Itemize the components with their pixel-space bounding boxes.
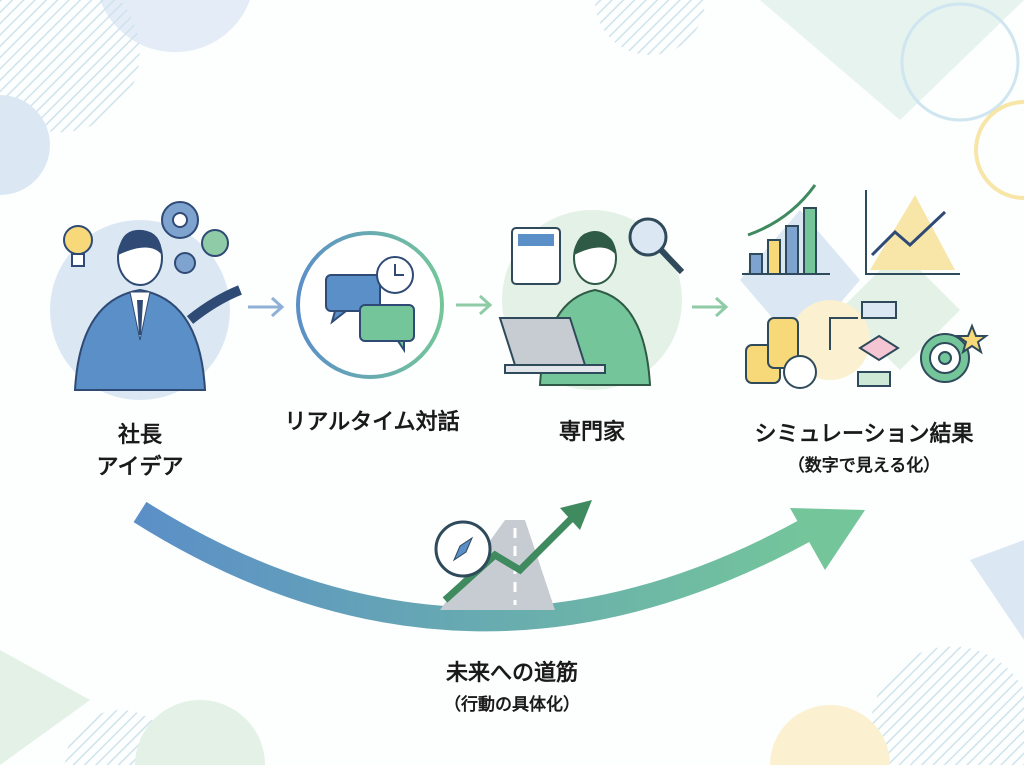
chat-bubble-icon — [359, 304, 415, 354]
future-path-subtitle: （行動の具体化） — [444, 695, 580, 715]
step-president-label: 社長 — [117, 423, 163, 448]
step-realtime-dialog-label: リアルタイム対話 — [284, 410, 460, 435]
laptop-icon — [498, 317, 606, 374]
future-path-arrow — [133, 501, 865, 632]
gears-icon — [161, 201, 229, 274]
compass-icon — [434, 520, 492, 578]
road-compass-illustration — [434, 500, 592, 610]
step-idea-label: アイデア — [96, 455, 184, 480]
step-simulation-sublabel: （数字で見える化） — [787, 456, 941, 476]
lightbulb-icon — [63, 225, 93, 267]
expert-illustration — [498, 210, 685, 390]
future-path-title: 未来への道筋 — [445, 661, 579, 686]
bar-chart-icon — [742, 184, 830, 275]
coins-icon — [745, 317, 817, 389]
step-expert-label: 専門家 — [558, 420, 626, 445]
target-icon — [920, 323, 989, 383]
results-illustration — [740, 184, 989, 389]
flow-arrow-icon — [248, 296, 285, 318]
magnifier-icon — [628, 217, 685, 275]
line-chart-icon — [865, 190, 960, 275]
clock-icon — [376, 256, 414, 294]
flow-arrow-icon — [456, 294, 493, 316]
president-illustration — [50, 201, 242, 400]
calculator-icon — [511, 227, 561, 285]
flowchart-icon — [829, 301, 900, 387]
chat-bubble-icon — [325, 274, 381, 325]
flow-arrow-icon — [692, 296, 729, 318]
step-simulation-label: シミュレーション結果 — [754, 422, 974, 447]
chat-illustration — [296, 231, 444, 379]
